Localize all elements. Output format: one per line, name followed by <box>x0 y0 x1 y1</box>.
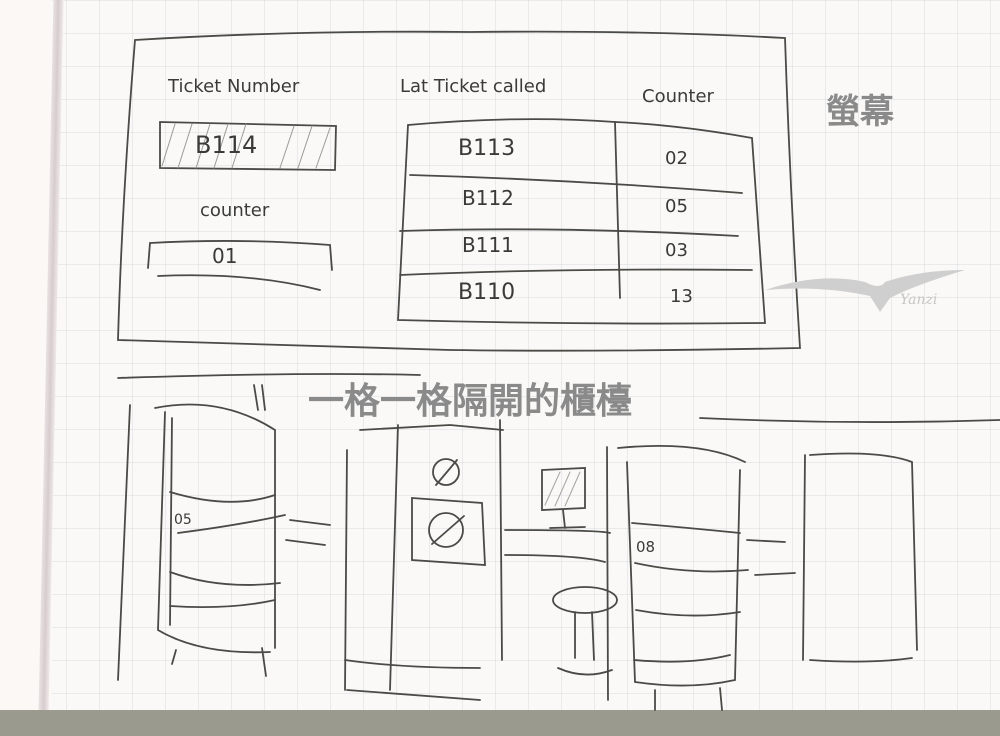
table-cell-counter: 03 <box>665 240 688 261</box>
desk-surface <box>0 710 1000 736</box>
last-called-header: Lat Ticket called <box>400 76 547 97</box>
table-cell-ticket: B112 <box>462 186 514 210</box>
counter-value: 01 <box>212 244 238 268</box>
ticket-number-label: Ticket Number <box>168 76 300 97</box>
counters-annotation: 一格一格隔開的櫃檯 <box>308 381 633 422</box>
screen-annotation: 螢幕 <box>826 92 894 132</box>
grid-paper <box>0 0 1000 712</box>
ticket-number-value: B114 <box>195 131 258 159</box>
table-cell-ticket: B113 <box>458 136 516 161</box>
table-cell-ticket: B110 <box>458 280 516 305</box>
booth-label-05: 05 <box>174 512 192 528</box>
table-cell-ticket: B111 <box>462 233 514 257</box>
table-cell-counter: 13 <box>670 286 693 307</box>
table-cell-counter: 02 <box>665 148 688 169</box>
counter-label: counter <box>200 200 270 221</box>
booth-label-08: 08 <box>636 538 656 556</box>
watermark-text: Yanzi <box>900 292 938 308</box>
table-cell-counter: 05 <box>665 196 688 217</box>
counter-column-header: Counter <box>642 86 714 107</box>
